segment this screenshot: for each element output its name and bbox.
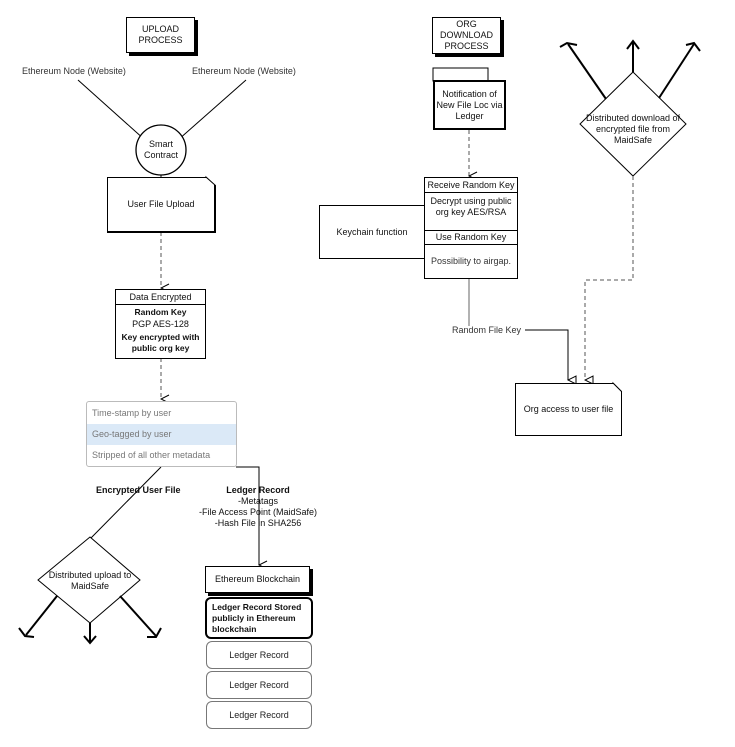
download-out-left-head: [559, 41, 578, 48]
ethereum-node-right[interactable]: Ethereum Node (Website): [192, 66, 296, 76]
ledger-record-label-line3: -Hash File in SHA256: [214, 518, 302, 528]
keychain-function-text: Keychain function: [336, 226, 408, 237]
data-encrypted-line3: Key encrypted with public org key: [121, 332, 200, 353]
org-access-outline: [515, 383, 622, 436]
ethereum-blockchain-box[interactable]: Ethereum Blockchain: [205, 566, 310, 593]
use-key-row: Use Random Key: [425, 230, 517, 245]
ledger-record-3-text: Ledger Record: [229, 709, 289, 720]
upload-out-right: [119, 595, 157, 637]
ledger-record-1-text: Ledger Record: [229, 649, 289, 660]
org-access-text: Org access to user file: [523, 404, 614, 414]
metadata-item-geotag[interactable]: Geo-tagged by user: [87, 424, 236, 445]
upload-out-right-head: [147, 627, 162, 638]
decrypt-row: Decrypt using public org key AES/RSA: [430, 196, 512, 217]
upload-process-title-text: UPLOAD PROCESS: [138, 24, 183, 45]
download-process-title[interactable]: ORG DOWNLOAD PROCESS: [432, 17, 501, 54]
node-right-line: [177, 79, 247, 141]
download-process-title-text: ORG DOWNLOAD PROCESS: [439, 19, 493, 51]
download-out-mid-head: [626, 39, 640, 50]
ethereum-node-left[interactable]: Ethereum Node (Website): [22, 66, 126, 76]
user-file-upload-text: User File Upload: [127, 199, 195, 209]
data-encrypted-box[interactable]: Data Encrypted Random Key PGP AES-128 Ke…: [115, 289, 206, 359]
metadata-item-stripped[interactable]: Stripped of all other metadata: [92, 450, 211, 460]
notification-box[interactable]: Notification of New File Loc via Ledger: [433, 80, 506, 130]
user-file-upload-note[interactable]: User File Upload: [107, 177, 215, 232]
ledger-record-1[interactable]: Ledger Record: [206, 641, 312, 669]
keychain-function-box[interactable]: Keychain function: [319, 205, 425, 259]
random-key-to-org-arrow: [525, 329, 568, 380]
data-encrypted-header: Data Encrypted: [116, 290, 205, 305]
ledger-record-stored-text: Ledger Record Stored publicly in Ethereu…: [212, 601, 302, 634]
ledger-record-label: Ledger Record -Metatags -File Access Poi…: [196, 485, 320, 529]
download-out-right-head: [685, 41, 701, 52]
notification-text: Notification of New File Loc via Ledger: [436, 88, 503, 121]
receive-key-row: Receive Random Key: [425, 178, 517, 193]
download-out-right: [658, 43, 695, 99]
data-encrypted-line2: PGP AES-128: [132, 319, 189, 329]
user-file-upload-outline: [107, 177, 216, 233]
metadata-to-distributed-line: [89, 466, 162, 540]
download-out-left: [567, 43, 607, 100]
ledger-record-2[interactable]: Ledger Record: [206, 671, 312, 699]
metadata-to-blockchain-arrow: [236, 466, 259, 565]
upload-out-mid-head: [83, 635, 97, 645]
upload-out-left: [25, 595, 58, 636]
ethereum-blockchain-text: Ethereum Blockchain: [214, 574, 301, 584]
metadata-item-timestamp[interactable]: Time-stamp by user: [92, 408, 172, 418]
org-access-note[interactable]: Org access to user file: [515, 383, 622, 436]
random-file-key-label: Random File Key: [452, 325, 522, 335]
ledger-record-stored-box[interactable]: Ledger Record Stored publicly in Ethereu…: [205, 597, 313, 639]
smart-contract-label: Smart Contract: [143, 139, 178, 160]
ledger-record-label-title: Ledger Record: [226, 485, 290, 495]
upload-out-left-head: [18, 627, 35, 638]
ledger-record-2-text: Ledger Record: [229, 679, 289, 690]
data-encrypted-line1: Random Key: [134, 307, 187, 317]
distributed-download-label: Distributed download of encrypted file f…: [585, 113, 681, 145]
ledger-record-label-line1: -Metatags: [237, 496, 279, 506]
ledger-record-label-line2: -File Access Point (MaidSafe): [198, 507, 318, 517]
distributed-upload-label: Distributed upload to MaidSafe: [48, 570, 132, 591]
encrypted-user-file-label: Encrypted User File: [96, 485, 181, 495]
metadata-list[interactable]: Time-stamp by user Geo-tagged by user St…: [86, 401, 237, 467]
upload-process-title[interactable]: UPLOAD PROCESS: [126, 17, 195, 53]
node-left-line: [77, 79, 146, 141]
ledger-record-3[interactable]: Ledger Record: [206, 701, 312, 729]
download-to-org-arrow: [585, 176, 634, 380]
airgap-row: Possibility to airgap.: [430, 255, 512, 266]
key-process-box[interactable]: Receive Random Key Decrypt using public …: [424, 177, 518, 279]
